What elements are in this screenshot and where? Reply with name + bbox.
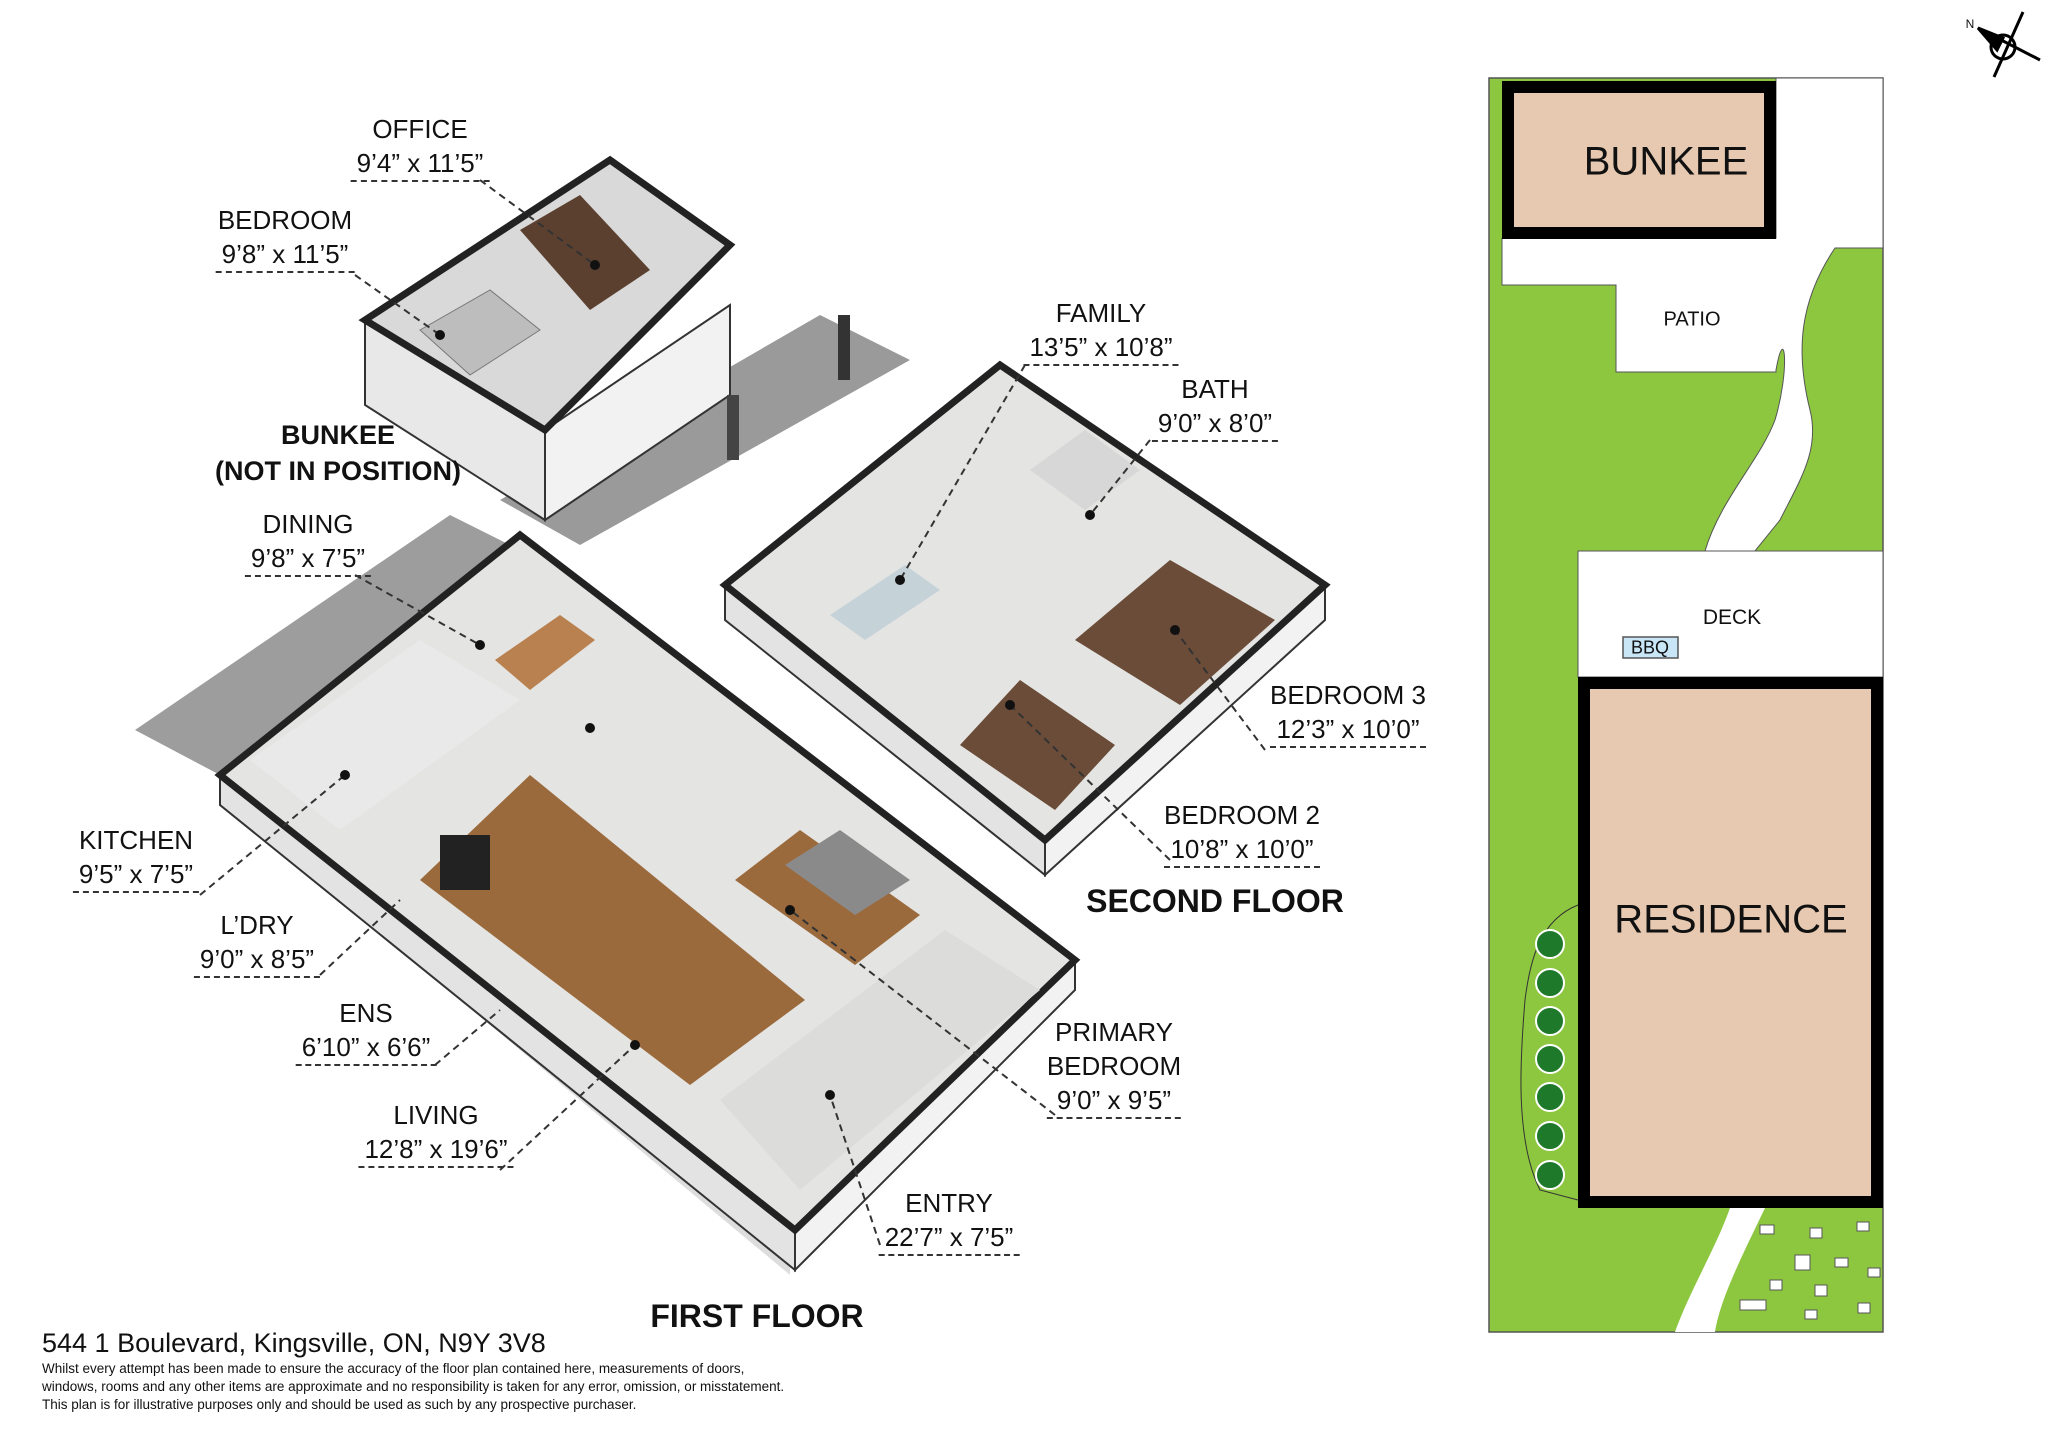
room-dimensions: 9’0” x 8’5” — [193, 942, 321, 978]
address: 544 1 Boulevard, Kingsville, ON, N9Y 3V8 — [42, 1328, 546, 1358]
site-deck-label: DECK — [1702, 606, 1762, 629]
room-dimensions: 12’8” x 19’6” — [358, 1132, 514, 1168]
leader-lines — [199, 179, 1266, 1246]
room-dimensions: 9’0” x 8’0” — [1151, 406, 1279, 442]
room-name: PRIMARY — [1055, 1017, 1173, 1047]
sofa — [830, 565, 940, 640]
room-name: LIVING — [393, 1100, 479, 1130]
bunkee-pad — [500, 315, 910, 545]
second-floor — [719, 360, 1331, 845]
kitchen-floor — [250, 640, 520, 830]
bath-floor — [1030, 430, 1140, 510]
entry-floor — [720, 930, 1040, 1190]
site-plan — [1488, 77, 1884, 1333]
bunkee-office-floor — [520, 195, 650, 310]
room-name: DINING — [262, 509, 354, 539]
living-floor — [420, 775, 805, 1085]
room-dimensions: 9’8” x 11’5” — [215, 237, 355, 273]
disclaimer-line: This plan is for illustrative purposes o… — [42, 1397, 637, 1412]
site-residence-label: RESIDENCE — [1614, 897, 1848, 942]
site-patio-label: PATIO — [1663, 308, 1721, 331]
compass-north-label: N — [1965, 17, 1975, 31]
room-name: BEDROOM — [1046, 1051, 1182, 1081]
disclaimer-line: windows, rooms and any other items are a… — [42, 1379, 785, 1394]
post — [727, 395, 739, 460]
room-dimensions: 9’0” x 9’5” — [1046, 1083, 1182, 1119]
compass-icon — [1976, 11, 2041, 78]
room-name: BEDROOM — [217, 205, 353, 235]
room-name: L’DRY — [220, 910, 294, 940]
room-dimensions: 12’3” x 10’0” — [1269, 712, 1427, 748]
room-markers — [340, 260, 1180, 1100]
bunkee-title: BUNKEE (NOT IN POSITION) — [215, 417, 461, 489]
room-name: FAMILY — [1055, 298, 1147, 328]
room-dimensions: 9’8” x 7’5” — [244, 541, 372, 577]
bed — [785, 830, 910, 915]
room-dimensions: 9’5” x 7’5” — [72, 857, 200, 893]
bunkee-title-line1: BUNKEE — [280, 420, 395, 450]
room-name: ENTRY — [905, 1188, 993, 1218]
room-dimensions: 13’5” x 10’8” — [1023, 330, 1179, 366]
dining-table — [495, 615, 595, 690]
room-dimensions: 22’7” x 7’5” — [878, 1220, 1020, 1256]
post — [838, 315, 850, 380]
site-bunkee-label: BUNKEE — [1583, 139, 1749, 184]
first-floor-title: FIRST FLOOR — [650, 1298, 864, 1334]
room-name: KITCHEN — [78, 825, 194, 855]
room-dimensions: 10’8” x 10’0” — [1163, 832, 1321, 868]
second-floor-title: SECOND FLOOR — [1086, 883, 1344, 919]
piano — [440, 835, 490, 890]
room-name: BATH — [1181, 374, 1249, 404]
room-name: OFFICE — [372, 114, 468, 144]
room-dimensions: 9’4” x 11’5” — [350, 146, 490, 182]
bunkee-bed — [419, 289, 541, 376]
primary-floor — [735, 830, 920, 965]
room-dimensions: 6’10” x 6’6” — [295, 1030, 437, 1066]
site-bbq-label: BBQ — [1630, 637, 1670, 658]
room-name: BEDROOM 3 — [1269, 680, 1427, 710]
first-floor-lot — [135, 515, 540, 775]
room-name: ENS — [339, 998, 393, 1028]
disclaimer-line: Whilst every attempt has been made to en… — [42, 1361, 745, 1376]
bedroom2-floor — [960, 680, 1115, 810]
bunkee-title-line2: (NOT IN POSITION) — [215, 456, 461, 486]
room-name: BEDROOM 2 — [1163, 800, 1321, 830]
